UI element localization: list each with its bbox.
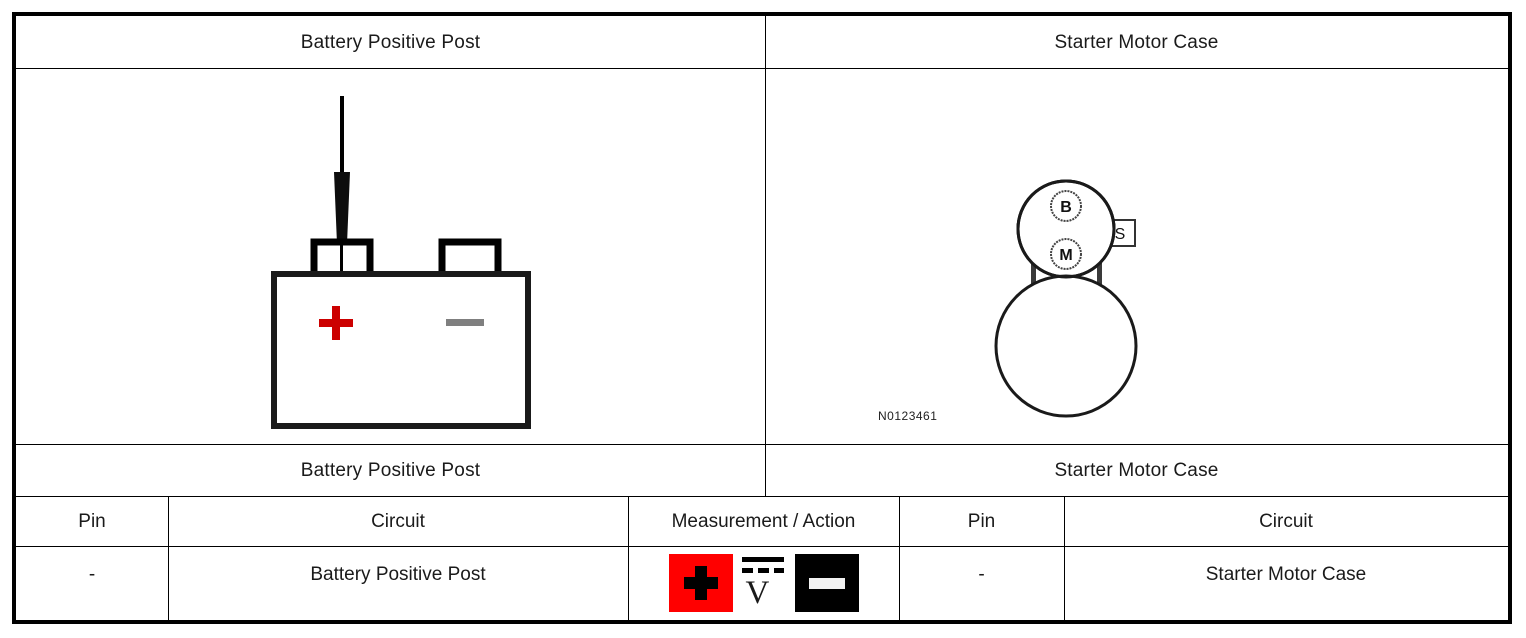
rule-under-top-titles xyxy=(16,68,1508,69)
illustration-reference-id: N0123461 xyxy=(878,409,938,423)
col-rule-4 xyxy=(1064,496,1065,620)
table-row: - Battery Positive Post V xyxy=(16,546,1508,620)
svg-text:M: M xyxy=(1059,247,1072,264)
col-rule-1 xyxy=(168,496,169,620)
volt-symbol: V xyxy=(745,575,770,611)
cell-circuit-left: Battery Positive Post xyxy=(310,564,486,585)
column-header-pin-left: Pin xyxy=(78,510,106,532)
minus-glyph xyxy=(808,577,845,589)
column-header-circuit-right: Circuit xyxy=(1259,510,1313,532)
right-panel-title: Starter Motor Case xyxy=(1054,31,1219,53)
measurement-icon-group: V xyxy=(668,554,859,612)
rule-under-table-header xyxy=(16,546,1508,547)
top-title-row: Battery Positive Post Starter Motor Case xyxy=(16,16,1508,68)
cell-circuit-right: Starter Motor Case xyxy=(1205,564,1367,585)
plus-icon xyxy=(668,554,733,612)
section-label-divider xyxy=(765,444,766,496)
rule-under-section-labels xyxy=(16,496,1508,497)
section-label-left: Battery Positive Post xyxy=(300,459,481,481)
column-header-measurement: Measurement / Action xyxy=(671,510,856,532)
table-header-row: Pin Circuit Measurement / Action Pin Cir… xyxy=(16,496,1508,546)
cell-measurement-action: V xyxy=(628,546,899,620)
plus-glyph xyxy=(683,566,718,600)
col-rule-2 xyxy=(628,496,629,620)
battery-negative-marker xyxy=(446,319,484,326)
rule-under-illustrations xyxy=(16,444,1508,445)
cell-pin-right: - xyxy=(978,564,985,585)
col-rule-3 xyxy=(899,496,900,620)
svg-text:B: B xyxy=(1060,199,1072,216)
dc-dashed-bar xyxy=(741,568,784,573)
section-label-right: Starter Motor Case xyxy=(1054,459,1219,481)
battery-positive-marker xyxy=(319,306,353,340)
table-frame: Battery Positive Post Starter Motor Case xyxy=(12,12,1512,624)
column-header-pin-right: Pin xyxy=(967,510,996,532)
section-label-row: Battery Positive Post Starter Motor Case xyxy=(16,444,1508,496)
starter-motor-illustration: S B M xyxy=(981,166,1181,436)
dc-solid-bar xyxy=(741,557,784,562)
dc-voltage-icon: V xyxy=(740,555,788,611)
svg-text:S: S xyxy=(1115,226,1126,243)
column-header-circuit-left: Circuit xyxy=(371,510,425,532)
battery-illustration xyxy=(256,74,546,434)
panel-divider xyxy=(765,16,766,444)
cell-pin-left: - xyxy=(88,564,96,585)
minus-icon xyxy=(794,554,859,612)
left-panel-title: Battery Positive Post xyxy=(300,31,481,53)
